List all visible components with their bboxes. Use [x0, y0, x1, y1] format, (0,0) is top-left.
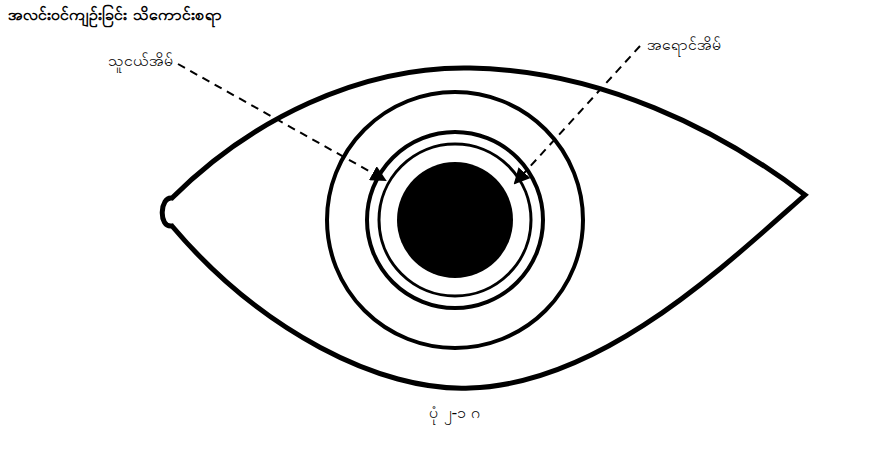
- pupil-ring: [379, 144, 531, 296]
- iris-outer: [327, 92, 583, 348]
- part-label: သူငယ်အိမ်: [106, 50, 176, 74]
- iris-ring: [367, 132, 543, 308]
- eye-outline: [162, 68, 805, 388]
- figure-caption: ပုံ ၂-၁ ဂ: [427, 402, 484, 426]
- pupil: [397, 162, 513, 278]
- figure-title: အလင်းဝင်ကျဉ်းခြင်း သိကောင်းစရာ: [6, 4, 224, 28]
- part-label: အရောင်အိမ်: [645, 34, 724, 58]
- leader-line: [178, 64, 385, 180]
- leader-line: [515, 46, 640, 183]
